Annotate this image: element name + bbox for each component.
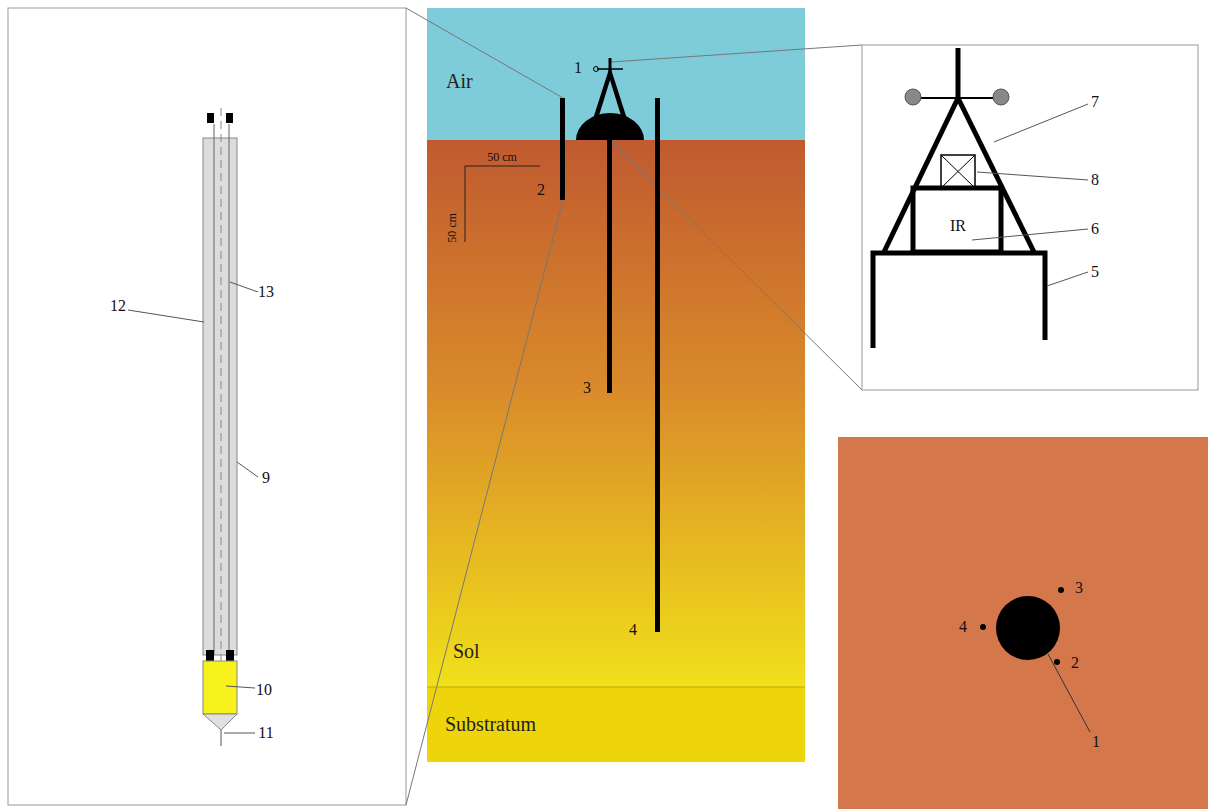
soil-layer: Sol — [427, 140, 805, 687]
callout-number: 1 — [574, 60, 582, 76]
plan-view — [838, 437, 1208, 809]
soil-layer: Substratum — [427, 687, 805, 762]
layer-name: Sol — [453, 640, 480, 663]
station — [873, 48, 1045, 348]
layer-name: Air — [446, 70, 473, 93]
zoom-lines — [406, 8, 862, 805]
callout-number: IR — [950, 218, 966, 234]
callout-number: 9 — [262, 470, 270, 486]
callout-number: 3 — [1075, 580, 1083, 596]
leader-lines — [128, 282, 258, 733]
callout-number: 11 — [258, 725, 273, 741]
callout-number: 50 cm — [446, 213, 458, 243]
callout-number: 2 — [1071, 655, 1079, 671]
callout-number: 3 — [583, 380, 591, 396]
callout-number: 10 — [256, 682, 272, 698]
profile-drawing — [427, 58, 805, 687]
callout-number: 5 — [1091, 264, 1099, 280]
callout-number: 8 — [1091, 172, 1099, 188]
callout-number: 4 — [959, 619, 967, 635]
probe — [203, 108, 237, 746]
callout-number: 6 — [1091, 221, 1099, 237]
callout-number: 1 — [1092, 734, 1100, 750]
callout-number: 2 — [537, 182, 545, 198]
callout-number: 7 — [1091, 94, 1099, 110]
callout-number: 12 — [110, 298, 126, 314]
callout-number: 4 — [629, 622, 637, 638]
layer-name: Substratum — [445, 713, 536, 736]
leader-lines — [972, 104, 1088, 286]
station-inset — [862, 45, 1198, 390]
callout-number: 50 cm — [487, 151, 517, 163]
callout-number: 13 — [258, 284, 274, 300]
probe-inset — [8, 8, 406, 805]
